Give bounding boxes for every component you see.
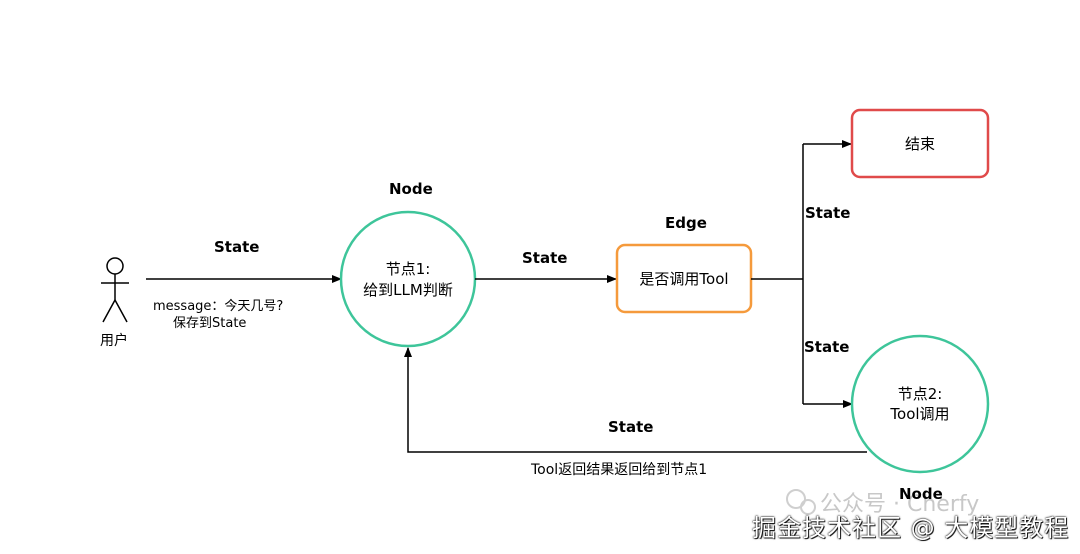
wechat-watermark-icon [786,489,816,515]
state-label-user-to-node1: State [214,238,260,256]
end-box-label: 结束 [904,135,935,153]
state-label-node2-to-node1: State [608,418,654,436]
return-edge-label: Tool返回结果返回给到节点1 [531,462,708,478]
watermark-gray: 公众号 · Cherfy [820,492,980,517]
user-label: 用户 [100,333,128,349]
edge-type-label: Edge [665,214,707,232]
node1-line1: 节点1: [385,260,431,278]
edge-box-label: 是否调用Tool [639,270,729,288]
state-label-edge-to-node2: State [804,338,850,356]
node2-line2: Tool调用 [890,405,950,423]
state-label-edge-to-end: State [805,204,851,222]
end-box[interactable] [850,108,990,179]
arrow-node2-to-node1 [404,347,867,453]
node1-line2: 给到LLM判断 [363,281,453,299]
watermark-main: 掘金技术社区 @ 大模型教程 [752,514,1070,542]
state-label-node1-to-edge: State [522,249,568,267]
user-actor-icon [101,257,129,323]
node2-line1: 节点2: [897,385,943,403]
node2-type-label: Node [899,485,943,503]
save-to-state-label: 保存到State [173,316,247,331]
node1-type-label: Node [389,180,433,198]
node1-circle[interactable] [339,210,477,348]
message-label: message：今天几号? [153,299,284,314]
node2-circle[interactable] [850,334,990,474]
